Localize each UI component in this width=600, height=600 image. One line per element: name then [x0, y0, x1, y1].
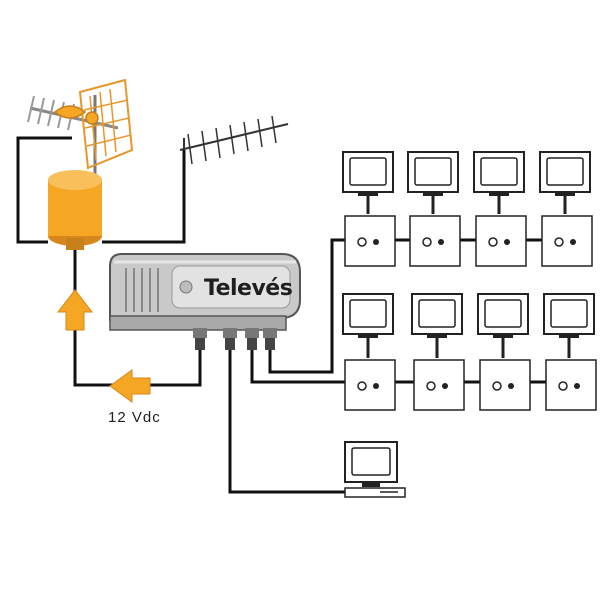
computer-monitor-icon [344, 441, 406, 498]
wall-outlet-icon [413, 359, 465, 411]
wall-outlet-icon [541, 215, 593, 267]
tv-row-bottom [342, 293, 597, 411]
tv-icon [342, 151, 394, 214]
tv-icon [477, 293, 529, 358]
masthead-amplifier-icon [48, 170, 102, 250]
tv-icon [473, 151, 525, 214]
tv-icon [543, 293, 595, 358]
tv-icon [539, 151, 591, 214]
arrow-left-icon [109, 369, 151, 403]
tv-icon [411, 293, 463, 358]
tv-icon [342, 293, 394, 358]
wall-outlet-icon [479, 359, 531, 411]
wall-outlet-icon [344, 215, 396, 267]
amplifier-unit: Televés [109, 253, 301, 350]
power-supply-label: 12 Vdc [108, 409, 161, 426]
arrow-up-icon [56, 289, 94, 331]
brand-label: Televés [204, 276, 293, 301]
tv-row-top [342, 151, 593, 267]
wall-outlet-icon [344, 359, 396, 411]
wall-outlet-icon [545, 359, 597, 411]
arrow-icon [56, 289, 151, 403]
vhf-antenna-icon [179, 115, 289, 165]
led-indicator [179, 280, 193, 294]
wall-outlet-icon [475, 215, 527, 267]
tv-icon [407, 151, 459, 214]
uhf-antenna-icon [27, 78, 134, 175]
connector-ports [193, 328, 277, 350]
wall-outlet-icon [409, 215, 461, 267]
